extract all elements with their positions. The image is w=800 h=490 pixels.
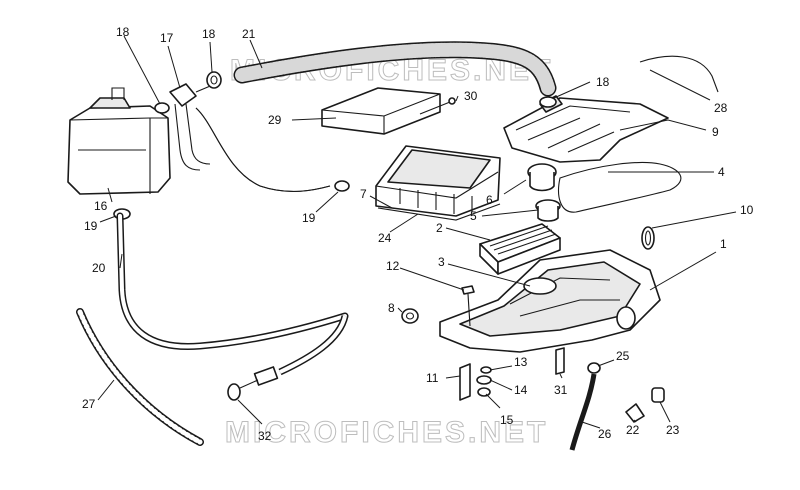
part-18-clamp-left xyxy=(154,71,222,114)
callout-12: 12 xyxy=(386,259,400,273)
leader-lines xyxy=(97,35,737,429)
part-28-wire xyxy=(639,55,719,93)
callout-27: 27 xyxy=(82,397,96,411)
part-5-valve xyxy=(535,199,561,222)
part-30-screw xyxy=(419,97,456,115)
callout-18-left: 18 xyxy=(116,25,130,39)
callout-1: 1 xyxy=(720,237,727,251)
callout-labels: 18 17 18 21 18 28 9 30 29 4 6 5 7 24 2 1… xyxy=(82,25,754,443)
callout-21: 21 xyxy=(242,27,256,41)
callout-3: 3 xyxy=(438,255,445,269)
callout-19-left: 19 xyxy=(84,219,98,233)
part-12-bolt xyxy=(461,285,475,327)
part-23-cap xyxy=(651,387,665,403)
part-20-drain-hose xyxy=(116,212,349,376)
callout-16: 16 xyxy=(94,199,108,213)
part-17-connector xyxy=(169,83,216,171)
part-32-fitting xyxy=(227,366,279,401)
callout-28: 28 xyxy=(714,101,728,115)
callout-15: 15 xyxy=(500,413,514,427)
callout-6: 6 xyxy=(486,193,493,207)
callout-2: 2 xyxy=(436,221,443,235)
part-hose-connector xyxy=(195,107,331,192)
callout-18-right: 18 xyxy=(596,75,610,89)
part-26-hose xyxy=(569,373,597,451)
part-1-air-box xyxy=(439,249,661,353)
callout-10: 10 xyxy=(740,203,754,217)
callout-22: 22 xyxy=(626,423,640,437)
callout-32: 32 xyxy=(258,429,272,443)
callout-24: 24 xyxy=(378,231,392,245)
part-14-washer xyxy=(476,375,492,385)
callout-7: 7 xyxy=(360,187,367,201)
part-13-washer xyxy=(480,366,492,374)
part-7-filter-cover xyxy=(375,145,501,217)
callout-11: 11 xyxy=(426,371,439,385)
part-15-nut xyxy=(477,387,491,397)
part-29-cover-box xyxy=(321,87,441,135)
part-9-manifold xyxy=(503,95,669,163)
callout-18-middle: 18 xyxy=(202,27,216,41)
callout-13: 13 xyxy=(514,355,528,369)
part-24-gasket xyxy=(377,203,501,221)
callout-23: 23 xyxy=(666,423,680,437)
callout-5: 5 xyxy=(470,209,477,223)
callout-17: 17 xyxy=(160,31,174,45)
part-19-clamp-right xyxy=(334,180,350,192)
watermark-bottom: MICROFICHES.NET xyxy=(225,416,548,449)
callout-19-right: 19 xyxy=(302,211,316,225)
callout-25: 25 xyxy=(616,349,630,363)
part-16-tank xyxy=(67,87,171,195)
callout-26: 26 xyxy=(598,427,612,441)
part-21-breather-hose xyxy=(233,41,557,97)
callout-20: 20 xyxy=(92,261,106,275)
part-2-air-filter xyxy=(479,223,561,275)
part-22-cap xyxy=(625,403,645,423)
part-25-clip xyxy=(587,362,601,374)
part-11-bracket xyxy=(459,363,471,401)
part-10-seal xyxy=(641,226,655,250)
callout-4: 4 xyxy=(718,165,725,179)
callout-9: 9 xyxy=(712,125,719,139)
part-3-filter-seat xyxy=(523,277,557,295)
callout-30: 30 xyxy=(464,89,478,103)
callout-29: 29 xyxy=(268,113,282,127)
callout-8: 8 xyxy=(388,301,395,315)
part-4-gasket xyxy=(558,162,682,213)
part-18-clamp-right xyxy=(539,96,557,108)
part-8-grommet xyxy=(401,308,419,324)
part-6-valve xyxy=(527,163,557,192)
part-31-bracket xyxy=(555,347,565,375)
callout-14: 14 xyxy=(514,383,528,397)
part-27-braided-hose xyxy=(76,308,204,446)
callout-31: 31 xyxy=(554,383,568,397)
